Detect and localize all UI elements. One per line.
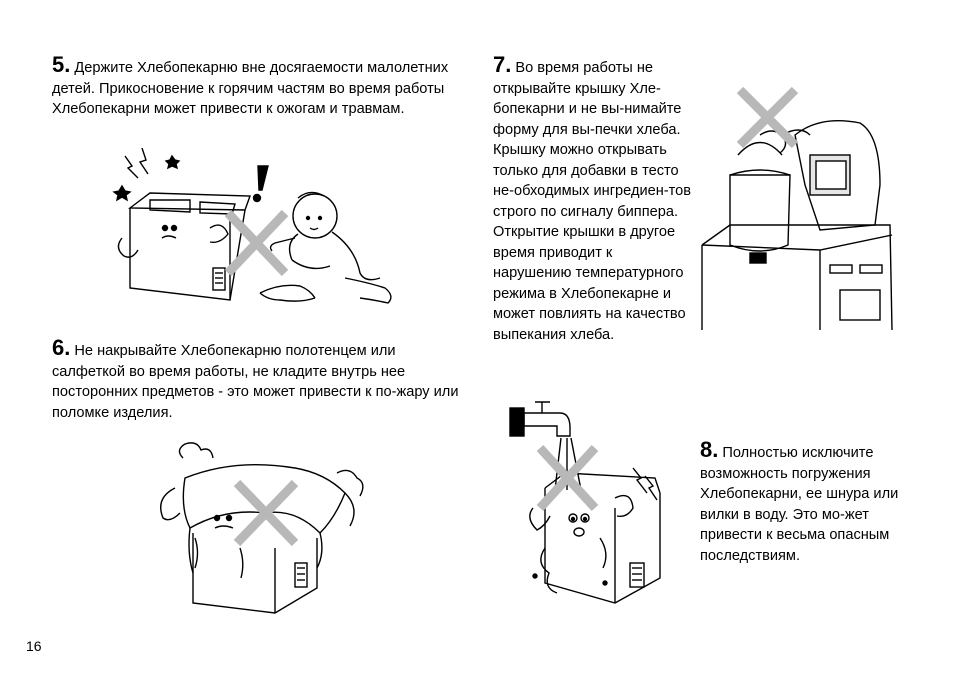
removing-pan-drawing bbox=[701, 86, 893, 331]
illustration-removing-pan bbox=[700, 85, 895, 335]
section-5: 5.Держите Хлебопекарню вне досягаемости … bbox=[52, 52, 472, 120]
section-text: Держите Хлебопекарню вне досягаемости ма… bbox=[52, 60, 449, 117]
section-6: 6.Не накрывайте Хлебопекарню полотенцем … bbox=[52, 335, 462, 423]
section-number: 7. bbox=[493, 52, 512, 77]
section-text: Полностью исключите возможность погружен… bbox=[700, 445, 899, 564]
section-7: 7.Во время работы не открывайте крышку Х… bbox=[493, 52, 693, 345]
covered-breadmaker-drawing bbox=[160, 442, 364, 614]
section-number: 5. bbox=[52, 52, 71, 77]
section-number: 6. bbox=[52, 335, 71, 360]
section-text: Во время работы не открывайте крышку Хле… bbox=[493, 60, 692, 343]
section-number: 8. bbox=[700, 437, 719, 462]
page-number: 16 bbox=[26, 638, 42, 654]
illustration-water-danger bbox=[505, 398, 675, 613]
section-text: Не накрывайте Хлебопекарню полотенцем ил… bbox=[52, 343, 459, 421]
water-breadmaker-drawing bbox=[509, 401, 661, 604]
section-8: 8.Полностью исключите возможность погруж… bbox=[700, 437, 905, 566]
illustration-covered-breadmaker bbox=[145, 438, 375, 618]
illustration-child-near-breadmaker bbox=[110, 148, 410, 318]
child-breadmaker-drawing bbox=[112, 148, 392, 304]
